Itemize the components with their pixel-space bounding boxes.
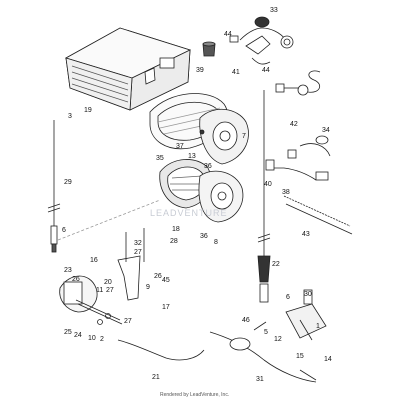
callout-6-b: 6	[286, 294, 290, 301]
headset-part	[229, 16, 294, 65]
callout-30: 30	[304, 291, 312, 298]
knob-part	[202, 41, 216, 57]
callout-3: 3	[68, 113, 72, 120]
callout-1: 1	[316, 323, 320, 330]
callout-28: 28	[170, 238, 178, 245]
callout-38: 38	[282, 189, 290, 196]
callout-8: 8	[214, 239, 218, 246]
speaker-assembly-part	[159, 159, 244, 223]
callout-45: 45	[162, 277, 170, 284]
callout-labels: 33 44 39 41 44 19 3 42 34 35 37 13 36 7 …	[62, 7, 332, 383]
callout-14: 14	[324, 356, 332, 363]
callout-23: 23	[64, 267, 72, 274]
callout-41: 41	[232, 69, 240, 76]
callout-29: 29	[64, 179, 72, 186]
callout-7: 7	[242, 133, 246, 140]
watermark-text: LEADVENTURE	[150, 208, 228, 218]
cable-part	[275, 70, 321, 96]
callout-44: 44	[224, 31, 232, 38]
callout-43: 43	[302, 231, 310, 238]
callout-35: 35	[156, 155, 164, 162]
callout-10: 10	[88, 335, 96, 342]
callout-19: 19	[84, 107, 92, 114]
control-switch-part	[253, 289, 327, 341]
callout-20: 20	[104, 279, 112, 286]
callout-12: 12	[274, 336, 282, 343]
callout-9: 9	[146, 284, 150, 291]
callout-25: 25	[64, 329, 72, 336]
right-antenna-part	[257, 90, 271, 303]
callout-18: 18	[172, 226, 180, 233]
callout-16: 16	[90, 257, 98, 264]
callout-39: 39	[196, 67, 204, 74]
callout-42: 42	[290, 121, 298, 128]
callout-27: 27	[134, 249, 142, 256]
callout-5: 5	[264, 329, 268, 336]
footer-credit: Rendered by LeadVenture, Inc.	[160, 392, 229, 398]
callout-33: 33	[270, 7, 278, 14]
callout-11: 11	[96, 287, 103, 294]
radio-unit-part	[64, 27, 192, 111]
callout-36-b: 36	[200, 233, 208, 240]
callout-37: 37	[176, 143, 184, 150]
callout-22: 22	[272, 261, 280, 268]
callout-13: 13	[188, 153, 196, 160]
callout-2: 2	[100, 336, 104, 343]
wire-harness-part	[265, 135, 353, 235]
callout-27-b: 27	[106, 287, 114, 294]
callout-32: 32	[134, 240, 142, 247]
callout-34: 34	[322, 127, 330, 134]
callout-26-b: 26	[72, 276, 80, 283]
callout-44-b: 44	[262, 67, 270, 74]
mount-bracket-part	[57, 199, 161, 325]
callout-26: 26	[154, 273, 162, 280]
callout-17: 17	[162, 304, 170, 311]
callout-24: 24	[74, 332, 82, 339]
callout-21: 21	[152, 374, 160, 381]
callout-27-c: 27	[124, 318, 132, 325]
callout-15: 15	[296, 353, 304, 360]
callout-6: 6	[62, 227, 66, 234]
callout-40: 40	[264, 181, 272, 188]
callout-36: 36	[204, 163, 212, 170]
callout-31: 31	[256, 376, 264, 383]
speaker-housing-part	[199, 109, 249, 165]
left-antenna-part	[47, 120, 61, 253]
lower-cables-part	[117, 331, 317, 383]
callout-46: 46	[242, 317, 250, 324]
